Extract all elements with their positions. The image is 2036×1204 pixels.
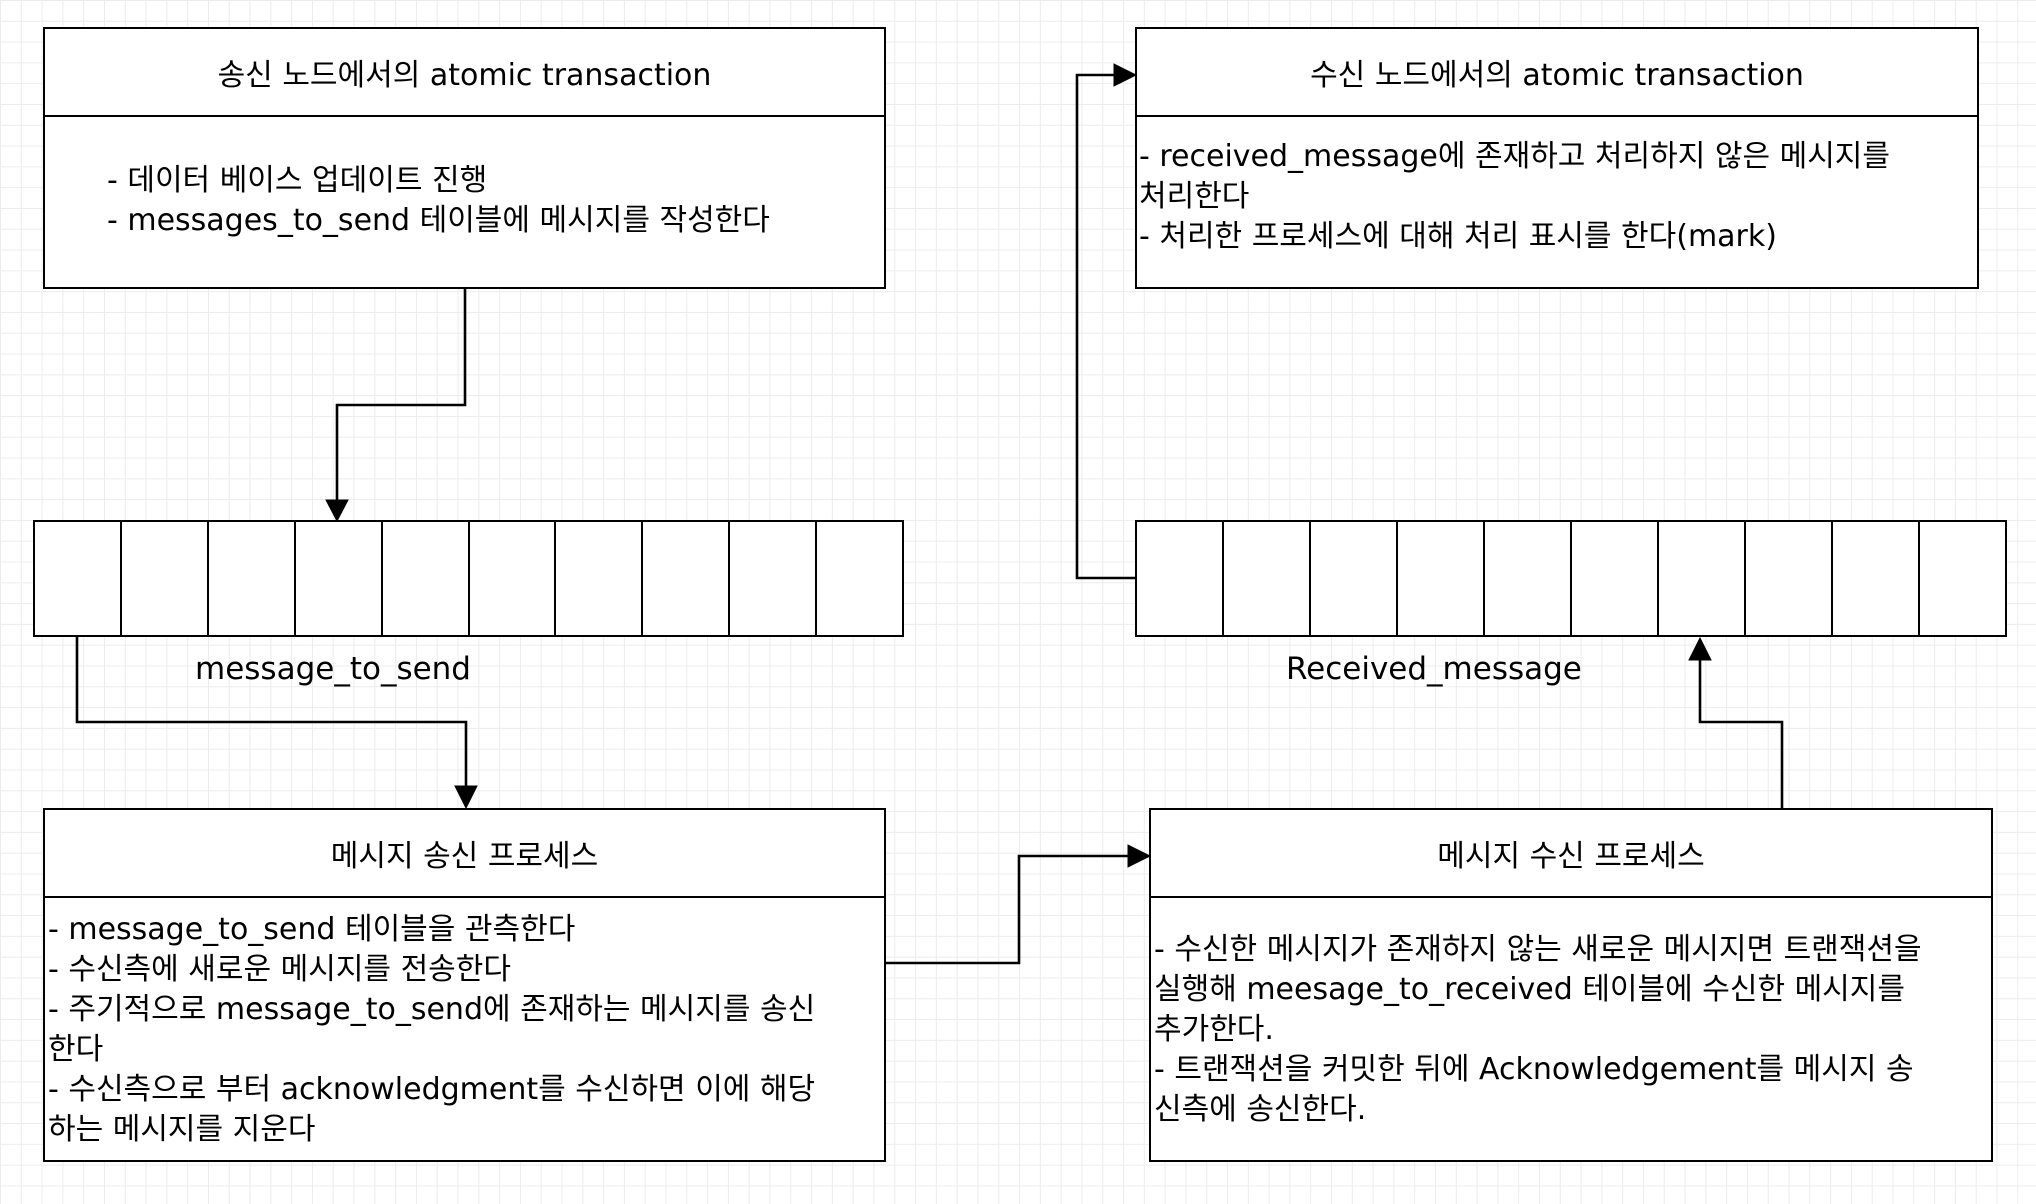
queue-slot bbox=[1311, 522, 1398, 635]
queue-slot bbox=[1746, 522, 1833, 635]
edge-send-queue-to-send-process bbox=[75, 636, 468, 788]
edge-sender-tx-to-send-queue bbox=[335, 288, 467, 502]
queue-slot bbox=[122, 522, 209, 635]
queue-slot bbox=[1137, 522, 1224, 635]
queue-slot bbox=[1485, 522, 1572, 635]
queue-slot bbox=[1920, 522, 2005, 635]
sender-transaction-line: - messages_to_send 테이블에 메시지를 작성한다 bbox=[107, 203, 770, 238]
arrowhead-receive-queue bbox=[1688, 636, 1712, 661]
receive-process-line: 추가한다. bbox=[1154, 1012, 1274, 1047]
receiver-transaction-line: 처리한다 bbox=[1139, 179, 1250, 214]
queue-slot bbox=[1572, 522, 1659, 635]
receiver-transaction-line: - 처리한 프로세스에 대해 처리 표시를 한다(mark) bbox=[1139, 219, 1777, 254]
sender-transaction-title: 송신 노드에서의 atomic transaction bbox=[45, 29, 884, 117]
queue-slot bbox=[35, 522, 122, 635]
arrowhead-send-process bbox=[454, 785, 478, 810]
queue-slot bbox=[383, 522, 470, 635]
queue-slot bbox=[817, 522, 902, 635]
receiver-transaction-box: 수신 노드에서의 atomic transaction - received_m… bbox=[1135, 27, 1979, 289]
sender-transaction-box: 송신 노드에서의 atomic transaction - 데이터 베이스 업데… bbox=[43, 27, 886, 289]
send-queue bbox=[33, 520, 904, 637]
receive-process-line: - 트랜잭션을 커밋한 뒤에 Acknowledgement를 메시지 송 bbox=[1154, 1052, 1914, 1087]
receive-process-line: 신측에 송신한다. bbox=[1154, 1092, 1367, 1127]
queue-slot bbox=[556, 522, 644, 635]
arrowhead-send-queue bbox=[325, 499, 349, 523]
queue-slot bbox=[730, 522, 818, 635]
queue-slot bbox=[643, 522, 731, 635]
arrowhead-receiver-tx bbox=[1113, 63, 1138, 87]
queue-slot bbox=[1224, 522, 1311, 635]
receive-queue bbox=[1135, 520, 2007, 637]
receive-queue-label: Received_message bbox=[1286, 651, 1582, 687]
edge-receive-queue-to-receiver-tx bbox=[1075, 73, 1135, 580]
queue-slot bbox=[1398, 522, 1485, 635]
queue-slot bbox=[296, 522, 383, 635]
edge-send-process-to-receive-process bbox=[885, 854, 1130, 965]
send-process-line: - 주기적으로 message_to_send에 존재하는 메시지를 송신 bbox=[48, 992, 816, 1027]
receive-process-body: - 수신한 메시지가 존재하지 않는 새로운 메시지면 트랜잭션을 실행해 me… bbox=[1151, 898, 1991, 1130]
receive-process-box: 메시지 수신 프로세스 - 수신한 메시지가 존재하지 않는 새로운 메시지면 … bbox=[1149, 808, 1993, 1162]
arrowhead-receive-process bbox=[1127, 844, 1152, 868]
send-process-line: - message_to_send 테이블을 관측한다 bbox=[48, 912, 576, 947]
receiver-transaction-line: - received_message에 존재하고 처리하지 않은 메시지를 bbox=[1139, 139, 1891, 174]
send-process-title: 메시지 송신 프로세스 bbox=[45, 810, 884, 898]
receive-process-title: 메시지 수신 프로세스 bbox=[1151, 810, 1991, 898]
queue-slot bbox=[1833, 522, 1920, 635]
send-process-body: - message_to_send 테이블을 관측한다 - 수신측에 새로운 메… bbox=[45, 898, 884, 1150]
send-process-line: - 수신측으로 부터 acknowledgment를 수신하면 이에 해당 bbox=[48, 1072, 816, 1107]
send-process-line: 한다 bbox=[48, 1032, 104, 1067]
send-queue-label: message_to_send bbox=[195, 651, 471, 687]
sender-transaction-line: - 데이터 베이스 업데이트 진행 bbox=[107, 163, 488, 198]
receive-process-line: 실행해 meesage_to_received 테이블에 수신한 메시지를 bbox=[1154, 972, 1905, 1007]
queue-slot bbox=[1659, 522, 1746, 635]
edge-receive-process-to-receive-queue bbox=[1698, 658, 1784, 808]
queue-slot bbox=[470, 522, 557, 635]
send-process-line: - 수신측에 새로운 메시지를 전송한다 bbox=[48, 952, 511, 987]
receive-process-line: - 수신한 메시지가 존재하지 않는 새로운 메시지면 트랜잭션을 bbox=[1154, 932, 1922, 967]
send-process-box: 메시지 송신 프로세스 - message_to_send 테이블을 관측한다 … bbox=[43, 808, 886, 1162]
receiver-transaction-body: - received_message에 존재하고 처리하지 않은 메시지를 처리… bbox=[1137, 117, 1977, 257]
queue-slot bbox=[209, 522, 296, 635]
send-process-line: 하는 메시지를 지운다 bbox=[48, 1112, 316, 1147]
receiver-transaction-title: 수신 노드에서의 atomic transaction bbox=[1137, 29, 1977, 117]
sender-transaction-body: - 데이터 베이스 업데이트 진행 - messages_to_send 테이블… bbox=[45, 117, 884, 241]
